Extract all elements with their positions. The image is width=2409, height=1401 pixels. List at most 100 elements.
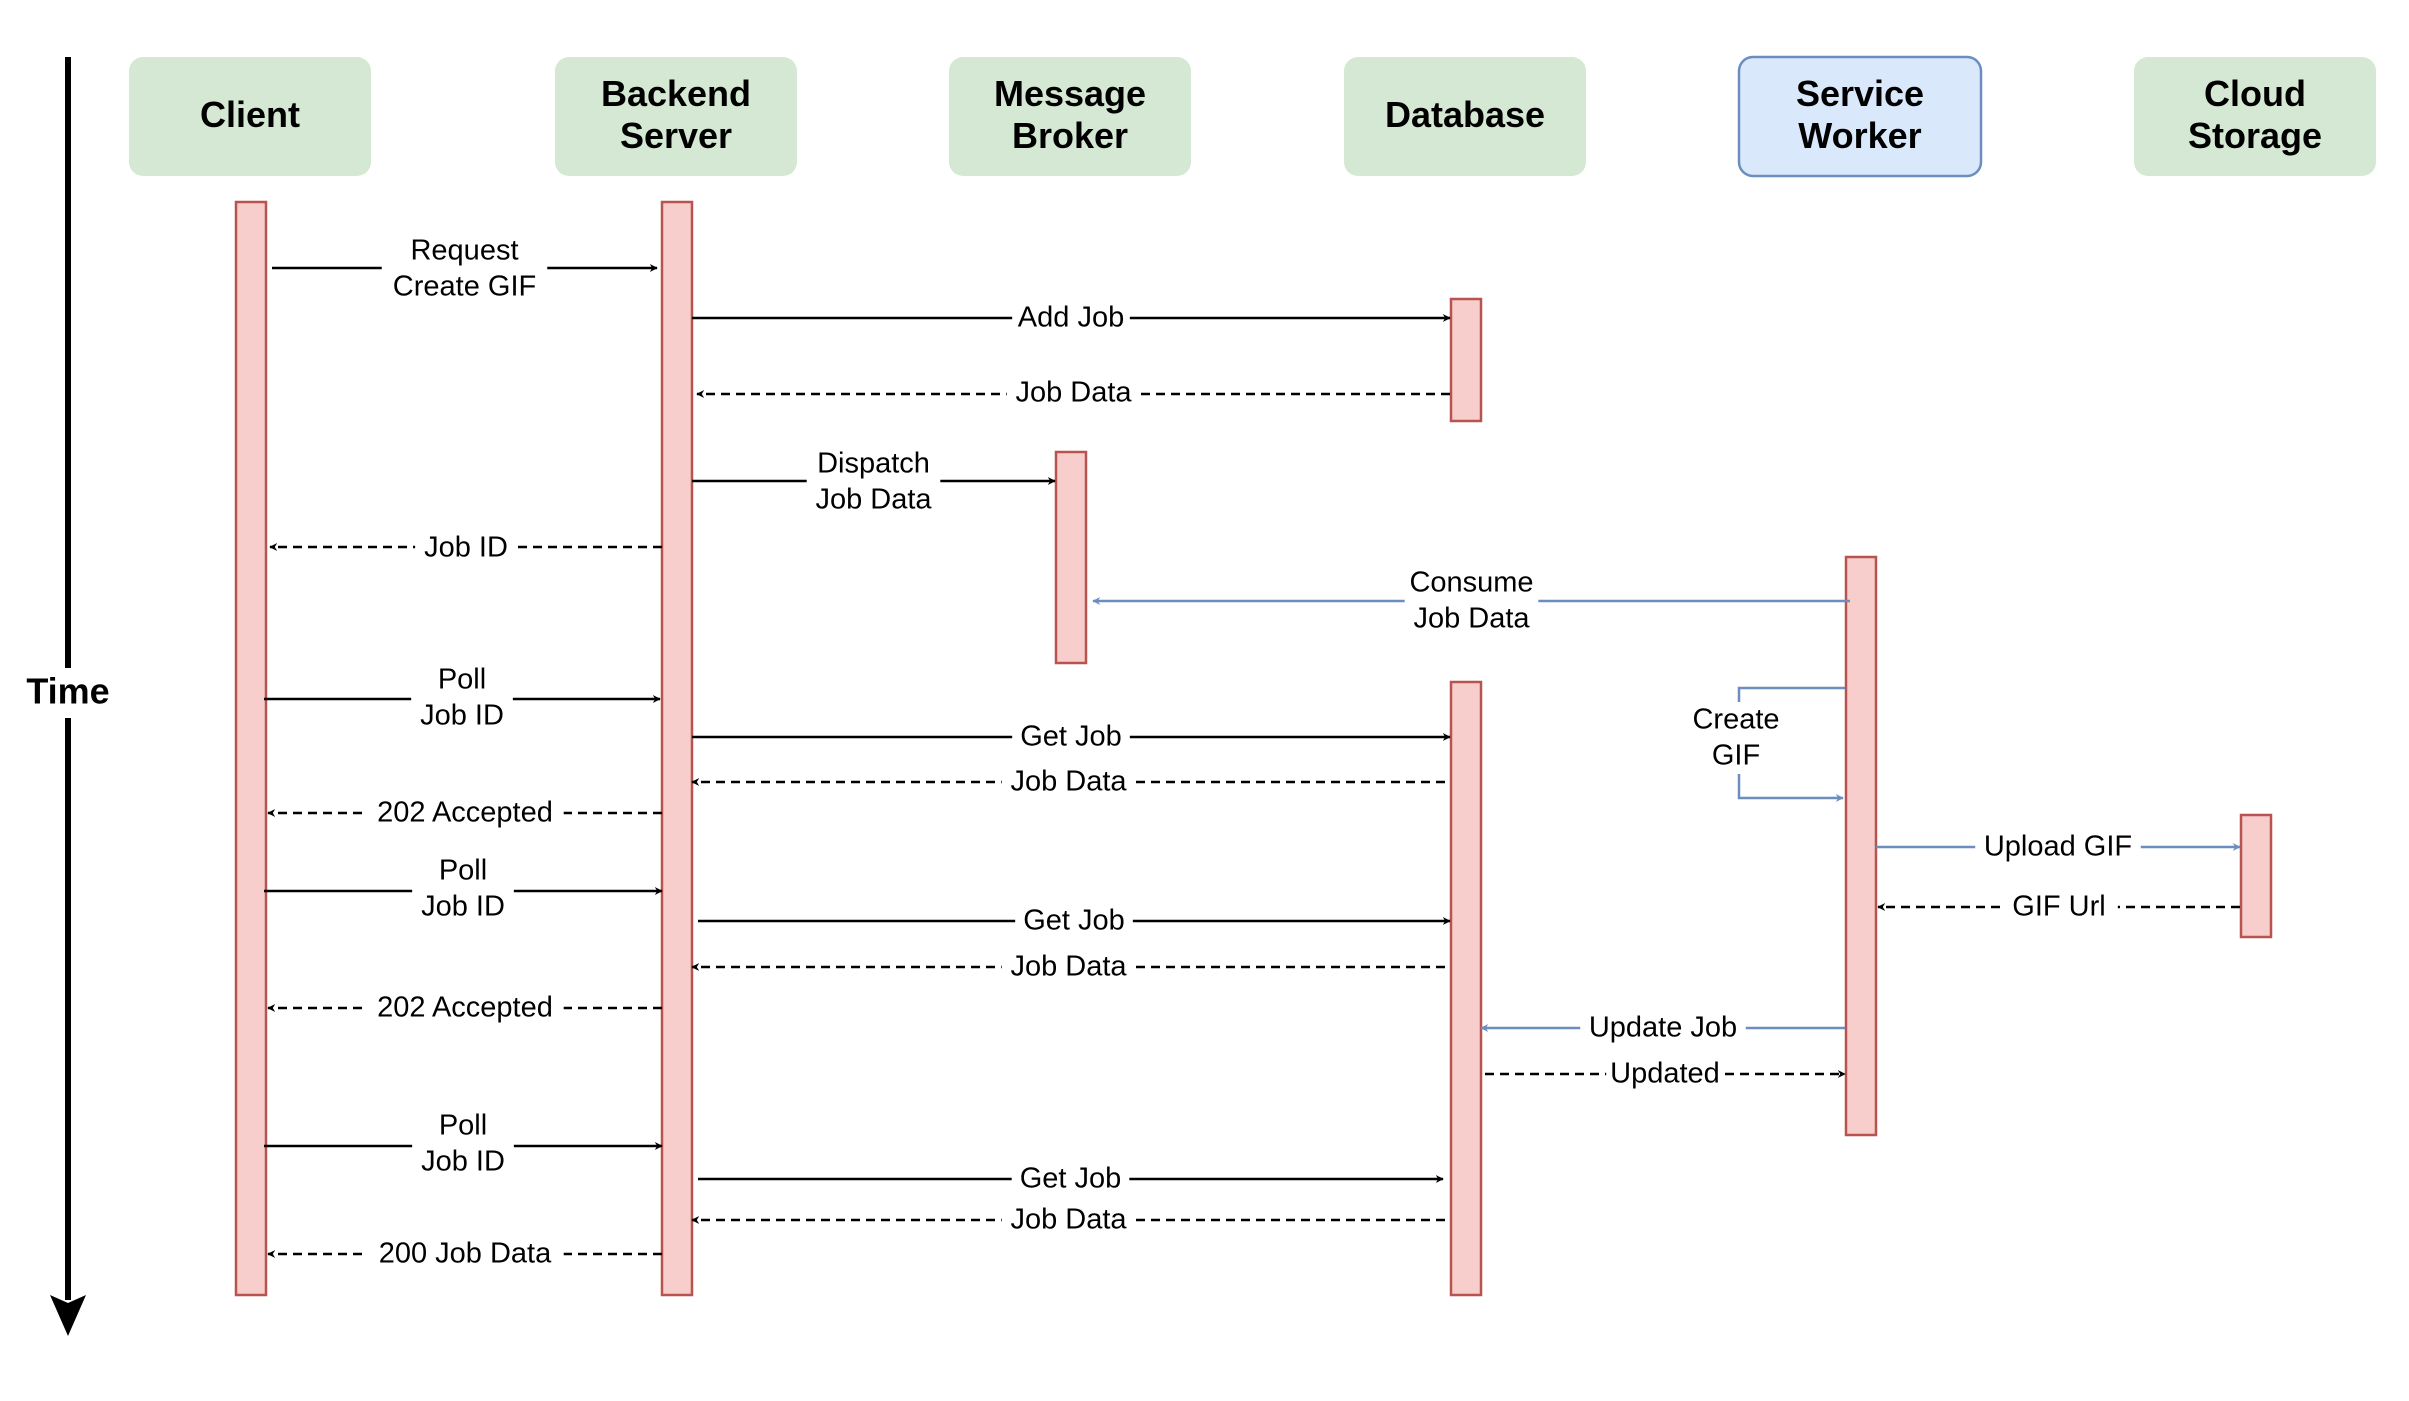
message-label: Poll — [438, 664, 486, 696]
message-label: Create — [1692, 704, 1779, 736]
time-axis-arrowhead — [50, 1295, 86, 1336]
message-cloud-storage-to-service-worker: GIF Url — [1877, 889, 2240, 925]
participant-label-database: Database — [1385, 94, 1545, 135]
activation-bar-backend-server — [660, 200, 694, 1297]
activation-bar-message-broker — [1054, 450, 1088, 665]
message-label: Job ID — [424, 532, 508, 564]
message-label-background — [1580, 1010, 1746, 1046]
message-label: Update Job — [1589, 1012, 1737, 1044]
message-label-background — [1001, 1202, 1136, 1238]
message-database-to-backend-server: Job Data — [691, 764, 1445, 800]
message-label: Dispatch — [817, 448, 930, 480]
participant-client: Client — [129, 57, 371, 176]
message-backend-server-to-client: 200 Job Data — [267, 1236, 662, 1272]
message-database-to-backend-server: Job Data — [691, 1202, 1445, 1238]
message-label-background — [1011, 1161, 1130, 1197]
message-label: 202 Accepted — [377, 992, 553, 1024]
message-label: Job Data — [1413, 603, 1530, 635]
message-label: Add Job — [1018, 302, 1124, 334]
message-database-to-backend-server: Job Data — [696, 375, 1450, 411]
activation-bar-database — [1449, 680, 1483, 1297]
message-backend-server-to-client: 202 Accepted — [267, 795, 662, 831]
activation-bars — [234, 200, 2273, 1297]
message-label: Get Job — [1023, 905, 1125, 937]
message-label: Poll — [439, 855, 487, 887]
message-label: Request — [410, 235, 518, 267]
participant-label-service-worker: Worker — [1798, 115, 1921, 156]
message-backend-server-to-database: Get Job — [698, 903, 1451, 939]
participant-label-cloud-storage: Cloud — [2204, 73, 2306, 114]
message-label: GIF Url — [2012, 891, 2105, 923]
message-label: 202 Accepted — [377, 797, 553, 829]
participant-label-message-broker: Message — [994, 73, 1146, 114]
message-label: Updated — [1610, 1058, 1720, 1090]
activation-bar-service-worker — [1844, 555, 1878, 1137]
message-label-background — [412, 853, 514, 925]
message-label-background — [366, 795, 564, 831]
participant-label-service-worker: Service — [1796, 73, 1924, 114]
message-service-worker-to-cloud-storage: Upload GIF — [1876, 829, 2241, 865]
message-label-background — [1606, 1056, 1724, 1092]
time-label-background — [20, 668, 116, 718]
message-label-background — [381, 233, 548, 305]
participant-label-message-broker: Broker — [1012, 115, 1128, 156]
message-label: Job ID — [420, 700, 504, 732]
message-label-background — [366, 990, 564, 1026]
message-label: Poll — [439, 1110, 487, 1142]
message-label: Consume — [1409, 567, 1533, 599]
message-label: Job Data — [1010, 1204, 1127, 1236]
participant-database: Database — [1344, 57, 1586, 176]
message-label: Job ID — [421, 1146, 505, 1178]
message-backend-server-to-database: Get Job — [698, 1161, 1444, 1197]
participant-box-cloud-storage — [2134, 57, 2376, 176]
message-label: 200 Job Data — [379, 1238, 552, 1270]
message-label-background — [806, 446, 941, 518]
message-label-background — [1001, 949, 1136, 985]
message-backend-server-to-database: Add Job — [692, 300, 1451, 336]
time-axis: Time — [20, 57, 116, 1336]
activation-bar-client — [234, 200, 268, 1297]
message-backend-server-to-database: Get Job — [692, 719, 1451, 755]
activation-bar-database — [1449, 297, 1483, 423]
message-label-background — [366, 1236, 564, 1272]
message-label-background — [411, 662, 513, 734]
message-label-background — [2000, 889, 2118, 925]
time-label: Time — [26, 671, 109, 712]
participant-label-backend-server: Server — [620, 115, 732, 156]
message-label: Get Job — [1020, 721, 1122, 753]
message-label-background — [1404, 565, 1539, 637]
message-label: Upload GIF — [1984, 831, 2132, 863]
participant-box-message-broker — [949, 57, 1191, 176]
message-label: Create GIF — [393, 271, 536, 303]
message-service-worker-to-database: Update Job — [1480, 1010, 1845, 1046]
message-label: GIF — [1712, 740, 1760, 772]
message-label-background — [1006, 375, 1141, 411]
message-label: Get Job — [1020, 1163, 1122, 1195]
participant-box-database — [1344, 57, 1586, 176]
message-label-background — [415, 530, 517, 566]
message-label-background — [412, 1108, 514, 1180]
activation-bar-cloud-storage — [2239, 813, 2273, 939]
participant-label-client: Client — [200, 94, 300, 135]
message-label: Job Data — [815, 484, 932, 516]
message-label: Job Data — [1015, 377, 1132, 409]
message-label-background — [1012, 300, 1130, 336]
message-backend-server-to-client: Job ID — [269, 530, 662, 566]
participant-box-client — [129, 57, 371, 176]
participant-label-cloud-storage: Storage — [2188, 115, 2322, 156]
message-label-background — [1012, 719, 1130, 755]
message-label: Job ID — [421, 891, 505, 923]
message-label-background — [1001, 764, 1136, 800]
